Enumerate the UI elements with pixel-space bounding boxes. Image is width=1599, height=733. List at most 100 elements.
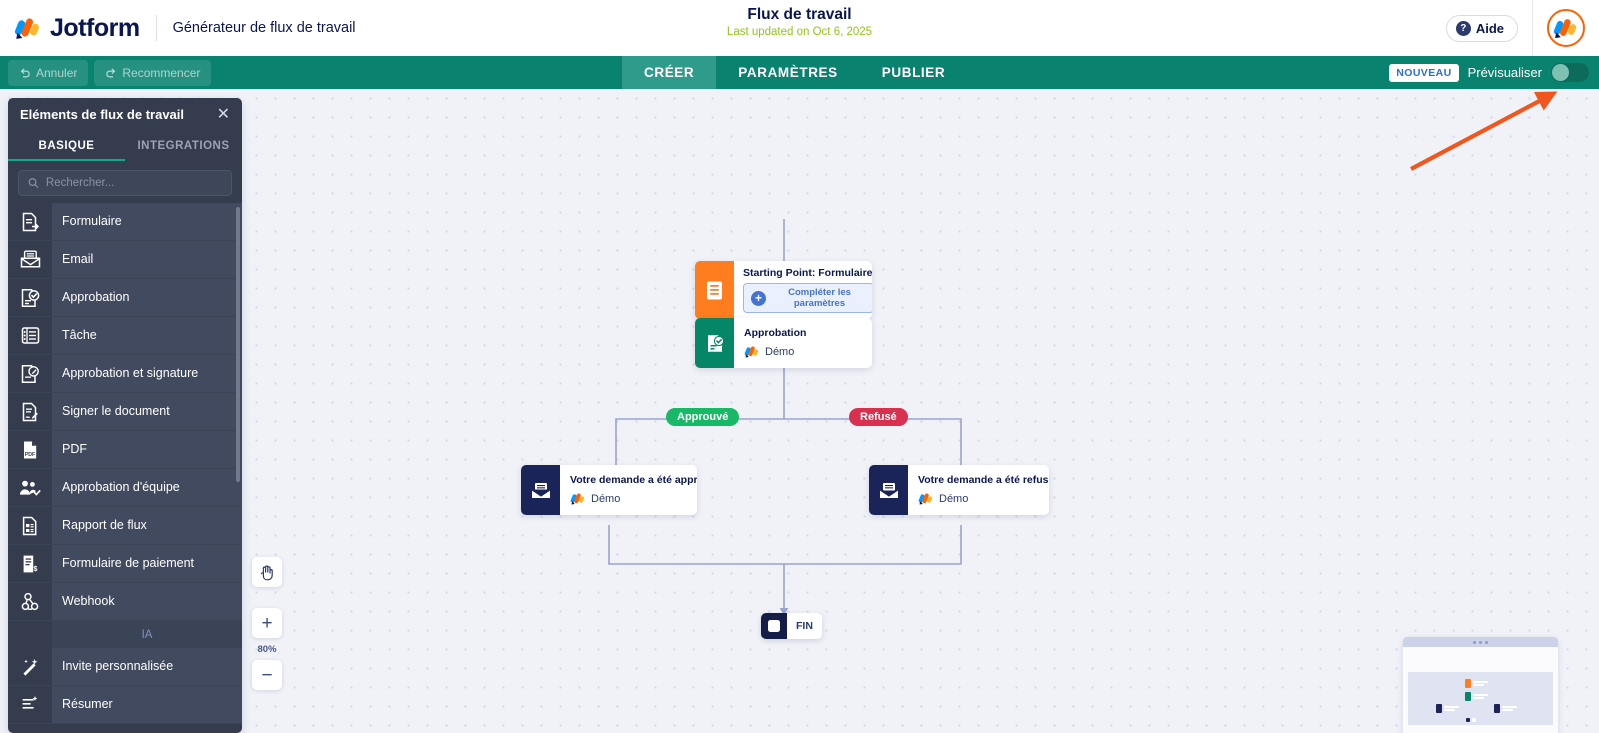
tab-creer[interactable]: CRÉER bbox=[622, 56, 717, 89]
node-subtitle: Démo bbox=[744, 344, 806, 359]
list-item[interactable]: Rapport de flux bbox=[8, 507, 242, 545]
jotform-logo-icon bbox=[14, 14, 42, 42]
approval-check-icon bbox=[695, 318, 734, 368]
flow-report-icon bbox=[8, 507, 52, 544]
undo-arrow-icon bbox=[20, 67, 30, 77]
list-item[interactable]: PDF PDF bbox=[8, 431, 242, 469]
form-document-icon bbox=[695, 261, 734, 320]
list-item[interactable]: Invite personnalisée bbox=[8, 648, 242, 686]
form-icon bbox=[8, 203, 52, 240]
node-sub-label: Démo bbox=[591, 492, 621, 505]
search-box[interactable] bbox=[18, 170, 232, 196]
minimap-viewport[interactable] bbox=[1408, 672, 1553, 725]
list-item-label: Approbation d'équipe bbox=[52, 469, 242, 506]
status-badge-new: NOUVEAU bbox=[1389, 63, 1459, 82]
redo-button[interactable]: Recommencer bbox=[94, 59, 212, 86]
list-item[interactable]: Signer le document bbox=[8, 393, 242, 431]
list-item-label: PDF bbox=[52, 431, 242, 468]
brand-logo[interactable]: Jotform Générateur de flux de travail bbox=[0, 14, 356, 43]
tab-publier[interactable]: PUBLIER bbox=[881, 65, 946, 80]
app-subtitle: Générateur de flux de travail bbox=[172, 20, 356, 36]
email-envelope-icon bbox=[869, 465, 908, 515]
search-wrapper bbox=[8, 161, 242, 203]
complete-settings-button[interactable]: + Compléter les paramètres bbox=[743, 283, 872, 314]
minimap-node-start bbox=[1465, 679, 1488, 688]
flow-node-end[interactable]: FIN bbox=[761, 613, 822, 639]
preview-controls: NOUVEAU Prévisualiser bbox=[1389, 63, 1589, 82]
preview-toggle[interactable] bbox=[1551, 63, 1589, 82]
editor-toolbar: Annuler Recommencer CRÉER PARAMÈTRES PUB… bbox=[0, 56, 1599, 89]
pdf-file-icon: PDF bbox=[8, 431, 52, 468]
header-actions: ? Aide bbox=[1445, 0, 1599, 56]
list-item[interactable]: $ Formulaire de paiement bbox=[8, 545, 242, 583]
list-item[interactable]: Résumer bbox=[8, 686, 242, 724]
undo-button[interactable]: Annuler bbox=[8, 59, 89, 86]
list-item-label: Formulaire de paiement bbox=[52, 545, 242, 582]
editor-tabs: CRÉER PARAMÈTRES PUBLIER bbox=[622, 56, 967, 89]
list-item[interactable]: Tâche bbox=[8, 317, 242, 355]
redo-arrow-icon bbox=[106, 67, 116, 77]
pan-tool-button[interactable] bbox=[252, 557, 282, 587]
undo-label: Annuler bbox=[36, 65, 78, 80]
node-title: Votre demande a été refusée. bbox=[918, 474, 1049, 486]
panel-scrollbar[interactable] bbox=[236, 207, 240, 482]
list-item[interactable]: Approbation et signature bbox=[8, 355, 242, 393]
task-list-icon bbox=[8, 317, 52, 354]
list-item-label: Formulaire bbox=[52, 203, 242, 240]
workflow-canvas[interactable]: Starting Point: Formulaire + Compléter l… bbox=[0, 89, 1599, 733]
minimap-node-approval bbox=[1465, 692, 1488, 701]
redo-label: Recommencer bbox=[122, 65, 201, 80]
help-label: Aide bbox=[1475, 20, 1504, 36]
list-item[interactable]: Webhook bbox=[8, 583, 242, 621]
hand-pan-icon[interactable] bbox=[252, 557, 282, 587]
elements-list[interactable]: Formulaire Email bbox=[8, 203, 242, 733]
divider bbox=[1532, 0, 1533, 56]
node-subtitle: Démo bbox=[570, 491, 697, 506]
node-sub-label: Démo bbox=[765, 345, 795, 358]
avatar[interactable] bbox=[1547, 9, 1585, 47]
brand-name: Jotform bbox=[50, 13, 140, 42]
tab-integrations[interactable]: INTEGRATIONS bbox=[137, 140, 230, 152]
complete-settings-label: Compléter les paramètres bbox=[788, 287, 851, 310]
svg-text:PDF: PDF bbox=[24, 452, 34, 458]
flow-node-email-rejected[interactable]: Votre demande a été refusée. Démo bbox=[869, 465, 1049, 515]
history-buttons: Annuler Recommencer bbox=[0, 59, 212, 86]
preview-label: Prévisualiser bbox=[1467, 65, 1542, 80]
list-item[interactable]: Email bbox=[8, 241, 242, 279]
jotform-mini-logo bbox=[570, 491, 585, 506]
panel-tabs: BASIQUE INTEGRATIONS bbox=[8, 131, 242, 161]
tab-parametres[interactable]: PARAMÈTRES bbox=[738, 65, 838, 80]
email-envelope-icon bbox=[8, 241, 52, 278]
zoom-in-button[interactable]: + bbox=[252, 608, 282, 638]
node-title: Votre demande a été approu... bbox=[570, 474, 697, 486]
search-input[interactable] bbox=[45, 177, 222, 189]
close-icon[interactable]: ✕ bbox=[216, 105, 230, 123]
jotform-mini-logo bbox=[918, 491, 933, 506]
flow-node-starting-point[interactable]: Starting Point: Formulaire + Compléter l… bbox=[695, 261, 872, 320]
email-envelope-icon bbox=[521, 465, 560, 515]
minimap-node-email-approved bbox=[1436, 704, 1459, 713]
end-node-label: FIN bbox=[796, 620, 813, 632]
list-item[interactable]: Approbation d'équipe bbox=[8, 469, 242, 507]
help-button[interactable]: ? Aide bbox=[1445, 14, 1518, 42]
workflow-elements-panel: Eléments de flux de travail ✕ BASIQUE IN… bbox=[8, 98, 242, 733]
flow-node-email-approved[interactable]: Votre demande a été approu... Démo bbox=[521, 465, 697, 515]
tab-basique[interactable]: BASIQUE bbox=[8, 131, 125, 161]
list-item-label: Approbation et signature bbox=[52, 355, 242, 392]
list-item[interactable]: Formulaire bbox=[8, 203, 242, 241]
flow-node-approbation[interactable]: Approbation Démo bbox=[695, 318, 872, 368]
minimap[interactable] bbox=[1403, 637, 1558, 733]
list-item[interactable]: Approbation bbox=[8, 279, 242, 317]
zoom-out-button[interactable]: − bbox=[252, 660, 282, 690]
minimap-node-email-rejected bbox=[1494, 704, 1517, 713]
node-subtitle: Démo bbox=[918, 491, 1049, 506]
branch-label-approved[interactable]: Approuvé bbox=[666, 408, 740, 426]
sign-document-icon bbox=[8, 393, 52, 430]
plus-circle-icon: + bbox=[751, 290, 766, 306]
list-item-label: Rapport de flux bbox=[52, 507, 242, 544]
question-mark-icon: ? bbox=[1455, 20, 1471, 36]
approval-signature-icon bbox=[8, 355, 52, 392]
node-sub-label: Démo bbox=[939, 492, 969, 505]
branch-label-rejected[interactable]: Refusé bbox=[849, 408, 908, 426]
